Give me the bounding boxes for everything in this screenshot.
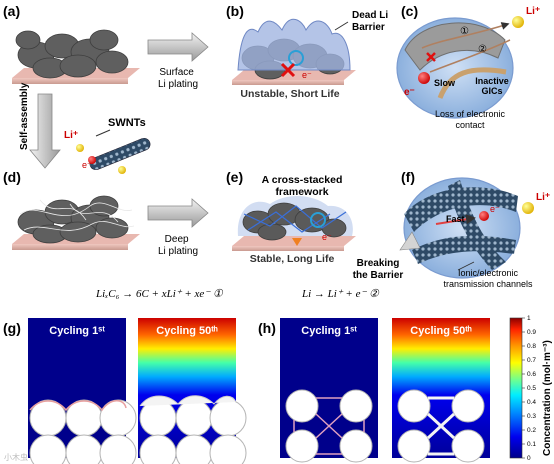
arrow-self-assembly: Self-assembly [19,82,61,169]
svg-text:e⁻: e⁻ [490,204,500,214]
blocked-c-icon [426,52,436,62]
panel-a-label: (a) [3,3,20,19]
graphite-particles-d [17,195,129,244]
swnt-tube [89,137,151,171]
panel-f-label: (f) [401,169,415,185]
blocked-icon [280,62,296,78]
cnt-framework-e [243,205,347,233]
svg-text:e⁻: e⁻ [322,232,332,242]
self-assembly-label: Self-assembly [19,82,30,150]
swnt-inset: SWNTs Li⁺ e⁻ [64,117,151,174]
li-ion-ball-c [512,16,524,28]
panel-e-caption: Stable, Long Life [250,253,335,265]
colorbar-tick-label: 0.3 [527,413,536,420]
colorbar-tick-label: 0.4 [527,399,536,406]
h-cycle50-label: Cycling 50ᵗʰ [410,325,471,337]
path-1-marker: ① [460,26,469,37]
colorbar-tick-label: 0.9 [527,329,536,336]
graphite-particles [15,29,129,79]
colorbar-tick-label: 0.7 [527,357,536,364]
swnt-li-label: Li⁺ [64,130,78,141]
panel-c-label: (c) [401,3,418,19]
panel-h: (h) Cycling 1ˢᵗ Cycling 50ᵗʰ [258,318,490,463]
equation-2: Li → Li⁺ + e⁻ ② [301,288,380,300]
fast-label: Fast [446,214,465,224]
electron-c-label: e⁻ [404,87,415,98]
electron-path-icon [288,50,304,66]
li-ion-c-label: Li⁺ [526,6,540,17]
g-cycle50-label: Cycling 50ᵗʰ [156,325,217,337]
colorbar-tick-label: 0.1 [527,441,536,448]
arrow-surface-label: Surface Li plating [158,67,198,90]
li-ion-f-label: Li⁺ [536,192,550,203]
cnt-bundle-3 [412,235,516,264]
inactive-gic-strip [437,67,507,99]
h-cycle1-label: Cycling 1ˢᵗ [301,325,357,337]
equation-1: LiₓC₆ → 6C + xLi⁺ + xe⁻ ① [95,288,224,300]
panel-h-label: (h) [258,320,276,336]
colorbar-label: Concentration (mol·m⁻³) [542,340,553,456]
substrate-edge [12,78,128,84]
swnts-label: SWNTs [108,117,146,129]
panel-b-label: (b) [226,3,244,19]
fast-arrow-e [292,238,302,246]
li-ion-ball-f [522,202,534,214]
arrow-surface-plating: Surface Li plating [147,32,209,90]
panel-g-label: (g) [3,320,21,336]
g-cycle1-label: Cycling 1ˢᵗ [49,325,105,337]
arrow-deep-plating: Deep Li plating [147,198,209,257]
cnt-bundle-1 [404,187,518,232]
dead-li-barrier [237,18,351,71]
colorbar-tick-label: 0.5 [527,385,536,392]
panel-e-label: (e) [226,169,243,185]
panel-d: (d) [3,169,140,250]
electron-b-label: e⁻ [302,70,312,80]
panel-a: (a) [3,3,140,84]
sim-g-cycle50: Cycling 50ᵗʰ [138,318,247,464]
panel-b-caption: Unstable, Short Life [240,88,339,100]
watermark: 小木虫 [4,452,28,462]
colorbar-tick-label: 0.2 [527,427,536,434]
colorbar-tick-label: 0.8 [527,343,536,350]
swnt-network-d [19,199,135,231]
sim-g-cycle1: Cycling 1ˢᵗ [28,318,137,464]
colorbar-tick-label: 1 [527,315,531,322]
colorbar-tick-label: 0.6 [527,371,536,378]
sim-h-cycle50: Cycling 50ᵗʰ [392,318,490,463]
slow-label: Slow [434,78,456,88]
electron-ball-c [418,72,430,84]
path-2-marker: ② [478,44,487,55]
sim-h-cycle1: Cycling 1ˢᵗ [280,318,378,463]
colorbar-gradient [509,317,523,459]
panel-d-label: (d) [3,169,21,185]
panel-g: (g) Cycling 1ˢᵗ Cycling 50ᵗʰ [3,318,247,464]
colorbar: 1 0.9 0.8 0.7 0.6 0.5 0.4 0.3 0.2 0.1 0 Concentrat… [509,315,553,462]
arrow-deep-label: Deep Li plating [158,234,198,257]
swnt-electron-label: e⁻ [82,160,92,170]
colorbar-tick-label: 0 [527,455,531,462]
